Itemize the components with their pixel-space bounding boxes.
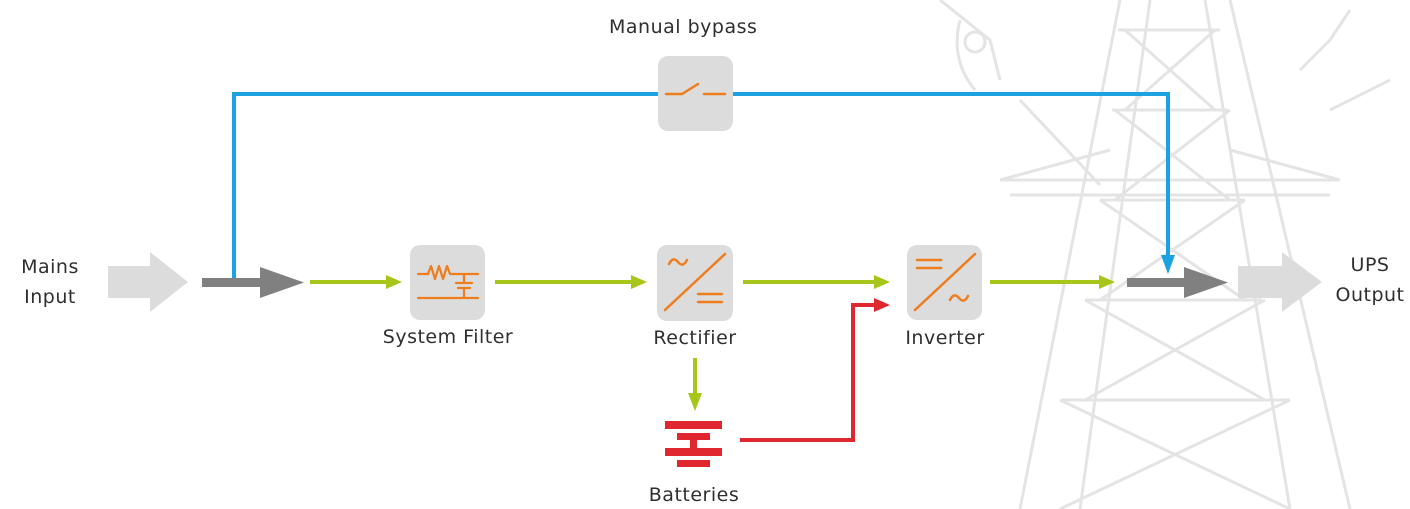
ac-dc-icon <box>663 252 727 312</box>
manual-bypass-label: Manual bypass <box>609 16 758 38</box>
battery-path-arrowhead <box>874 298 890 312</box>
switch-icon <box>664 82 727 96</box>
main-power-path <box>310 280 1103 395</box>
ups-output-line1: UPS <box>1350 254 1390 276</box>
bypass-switch-box <box>658 56 733 131</box>
dc-ac-icon <box>913 252 977 312</box>
ups-output-line2: Output <box>1335 284 1405 306</box>
output-junction-arrow <box>1127 267 1228 298</box>
mains-input-arrow <box>108 252 188 312</box>
mains-input-line2: Input <box>24 286 76 308</box>
battery-path <box>740 303 878 442</box>
ups-output-arrow <box>1238 252 1322 312</box>
bypass-arrowhead <box>1161 255 1175 274</box>
mains-input-label: Mains Input <box>15 252 85 312</box>
system-filter-box <box>410 245 485 320</box>
main-path-arrowheads <box>386 275 1115 411</box>
rectifier-box <box>657 245 733 321</box>
inverter-box <box>907 245 982 320</box>
rectifier-label: Rectifier <box>653 327 737 349</box>
system-filter-label: System Filter <box>382 326 514 348</box>
bypass-line <box>232 92 1170 278</box>
input-junction-arrow <box>202 267 304 298</box>
batteries-label: Batteries <box>648 484 740 506</box>
inverter-label: Inverter <box>905 327 985 349</box>
battery-icon <box>665 421 722 467</box>
mains-input-line1: Mains <box>21 256 79 278</box>
power-pylon-icon <box>939 0 1391 509</box>
filter-icon <box>416 264 480 300</box>
ups-output-label: UPS Output <box>1330 250 1410 310</box>
